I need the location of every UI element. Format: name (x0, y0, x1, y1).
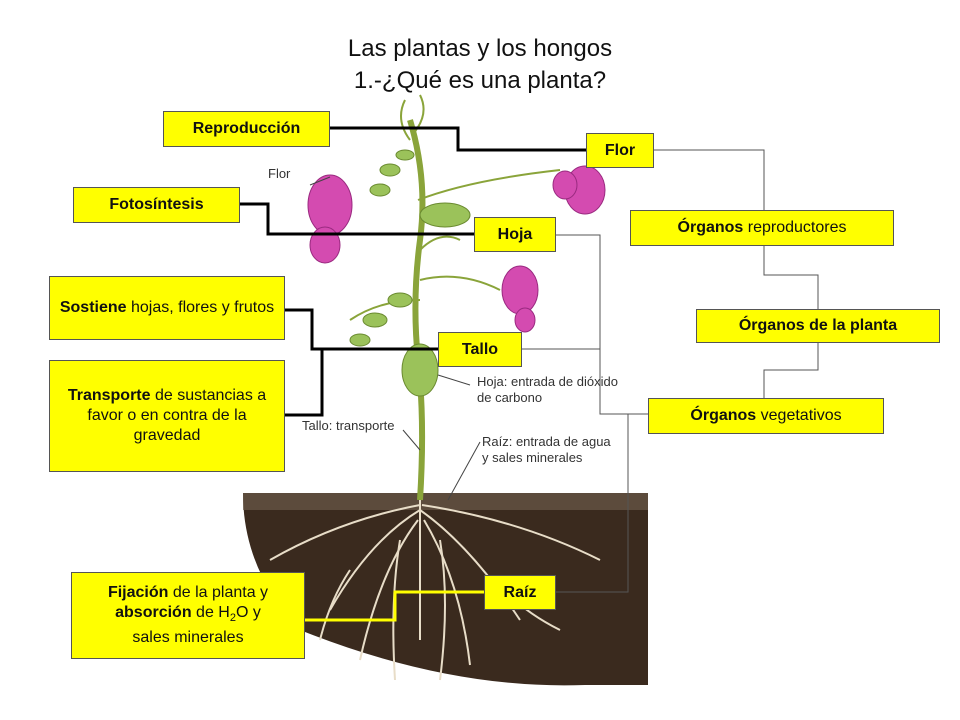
illus-hoja-1: Hoja: entrada de dióxido (477, 374, 618, 389)
sostiene-rest: hojas, flores y frutos (126, 299, 275, 316)
sostiene-bold: Sostiene (59, 299, 127, 316)
organ-connectors (522, 149, 819, 593)
box-organos-vegetativos: Órganos vegetativos (648, 398, 884, 434)
box-tallo: Tallo (438, 332, 522, 367)
h2o-sub: 2 (229, 612, 236, 625)
box-fijacion: Fijación de la planta y absorción de H2O… (71, 572, 305, 659)
fijacion-rest: de la planta y (168, 583, 269, 601)
fijacion-bold: Fijación (107, 583, 169, 601)
box-reproduccion: Reproducción (163, 111, 330, 147)
title-line-2: 1.-¿Qué es una planta? (353, 67, 607, 94)
illus-raiz-2: y sales minerales (482, 450, 583, 465)
transporte-rest: de sustancias a favor o en contra de la … (87, 387, 267, 444)
box-hoja: Hoja (474, 217, 556, 252)
illus-flor: Flor (268, 166, 291, 181)
title-line-1: Las plantas y los hongos (347, 35, 613, 62)
leaves (349, 149, 471, 397)
illus-tallo: Tallo: transporte (302, 418, 395, 433)
box-raiz: Raíz (484, 575, 556, 610)
roots (269, 500, 601, 681)
stem (407, 119, 426, 501)
box-fotosintesis: Fotosíntesis (73, 187, 240, 223)
reproductores-rest: reproductores (743, 219, 847, 236)
flowers (307, 165, 606, 333)
transporte-bold: Transporte (67, 387, 151, 404)
reproductores-bold: Órganos (677, 219, 744, 236)
illus-raiz-1: Raíz: entrada de agua (482, 434, 611, 449)
vegetativos-bold: Órganos (690, 407, 757, 424)
sales-text: sales minerales (132, 629, 244, 647)
absorcion-rest: de H (191, 603, 230, 621)
box-organos-planta: Órganos de la planta (696, 309, 940, 343)
box-organos-reproductores: Órganos reproductores (630, 210, 894, 246)
vegetativos-rest: vegetativos (756, 407, 842, 424)
box-transporte: Transporte de sustancias a favor o en co… (49, 360, 285, 472)
h2o-rest: O y (235, 603, 261, 621)
absorcion-bold: absorción (115, 603, 192, 621)
root-connector (305, 590, 484, 622)
illus-hoja-2: de carbono (477, 390, 542, 405)
box-sostiene: Sostiene hojas, flores y frutos (49, 276, 285, 340)
box-flor: Flor (586, 133, 654, 168)
function-connectors (240, 126, 586, 417)
